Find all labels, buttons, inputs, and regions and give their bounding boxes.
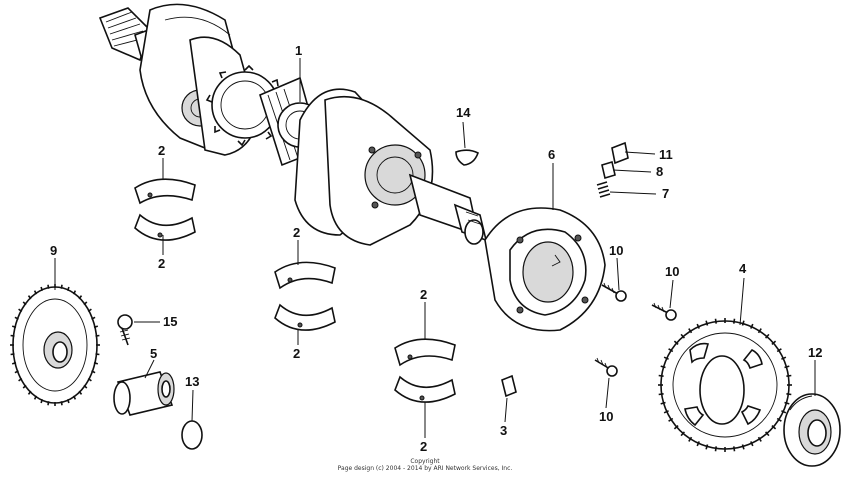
callout-part-9[interactable]: 9 (50, 243, 58, 258)
callout-part-4[interactable]: 4 (739, 261, 747, 276)
bearing-shell-upper-middle[interactable] (274, 261, 336, 290)
bolt-right[interactable] (651, 302, 677, 321)
starter-clutch-outer[interactable] (484, 207, 606, 332)
bearing-shell-upper-right[interactable] (394, 338, 456, 367)
callout-part-2-lower-right[interactable]: 2 (420, 439, 428, 454)
crankshaft[interactable] (98, 3, 488, 246)
callout-part-14[interactable]: 14 (456, 105, 471, 120)
o-ring[interactable] (181, 420, 203, 450)
callout-part-5[interactable]: 5 (150, 346, 158, 361)
callout-part-10-right[interactable]: 10 (665, 264, 680, 279)
callout-part-2-upper-middle[interactable]: 2 (293, 225, 301, 240)
woodruff-key[interactable] (455, 149, 479, 166)
callout-part-6[interactable]: 6 (548, 147, 556, 162)
callout-part-15[interactable]: 15 (163, 314, 178, 329)
clutch-spring[interactable] (596, 181, 611, 198)
leader-lines (54, 58, 816, 438)
callout-part-11[interactable]: 11 (659, 147, 673, 162)
bearing-shell-lower-left[interactable] (134, 213, 196, 241)
bolt-lower[interactable] (594, 357, 618, 377)
bolt-upper[interactable] (601, 282, 627, 302)
callout-part-12[interactable]: 12 (808, 345, 823, 360)
callout-part-10-lower[interactable]: 10 (599, 409, 614, 424)
bearing-shell-lower-middle[interactable] (274, 303, 336, 331)
callout-part-10-upper[interactable]: 10 (609, 243, 624, 258)
bearing-shell-upper-left[interactable] (134, 178, 196, 205)
callout-part-2-lower-left[interactable]: 2 (158, 256, 166, 271)
callout-part-2-lower-middle[interactable]: 2 (293, 346, 301, 361)
spring-cap[interactable] (601, 160, 616, 180)
primary-drive-gear[interactable] (10, 284, 100, 406)
callout-part-3[interactable]: 3 (500, 423, 508, 438)
roller-cap[interactable] (611, 141, 629, 165)
shaft-sleeve[interactable] (113, 371, 175, 416)
callout-part-1[interactable]: 1 (295, 43, 303, 58)
callout-part-2-upper-left[interactable]: 2 (158, 143, 166, 158)
starter-driven-gear[interactable] (658, 318, 792, 452)
callout-part-13[interactable]: 13 (185, 374, 200, 389)
callout-part-8[interactable]: 8 (656, 164, 664, 179)
dowel-pin[interactable] (501, 374, 517, 398)
callout-part-7[interactable]: 7 (662, 186, 670, 201)
callout-part-2-upper-right[interactable]: 2 (420, 287, 428, 302)
needle-bearing[interactable] (783, 393, 841, 467)
copyright-label: Copyright (410, 458, 440, 465)
bearing-shell-lower-right[interactable] (394, 375, 456, 403)
copyright-text: Page design (c) 2004 - 2014 by ARI Netwo… (337, 465, 513, 472)
gear-bolt[interactable] (117, 314, 133, 346)
